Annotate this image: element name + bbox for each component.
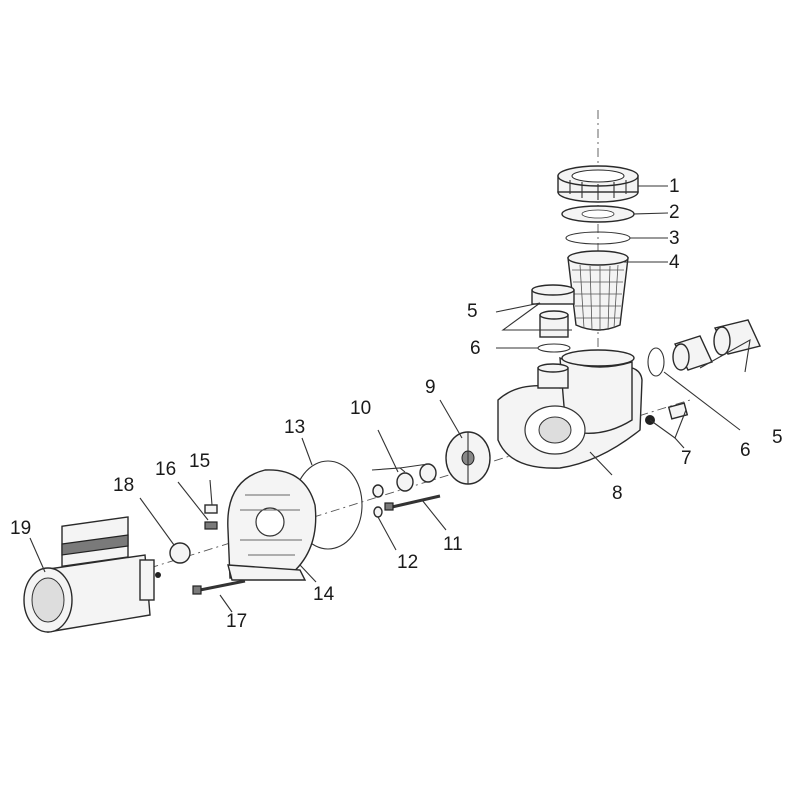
part-1-lid-ring: [557, 165, 639, 203]
part-18-spacer: [169, 542, 191, 564]
callout-5-left: 5: [467, 301, 478, 322]
part-6-o-ring-right: [647, 347, 665, 377]
callout-10: 10: [350, 398, 372, 419]
part-12-washer: [373, 506, 383, 518]
part-10-mechanical-seal: [372, 463, 437, 498]
callout-11: 11: [443, 534, 463, 555]
part-5-union-left: [531, 284, 575, 338]
callout-3: 3: [669, 228, 680, 249]
callout-18: 18: [113, 475, 135, 496]
callout-2: 2: [669, 202, 680, 223]
callout-8: 8: [612, 483, 623, 504]
part-14-seal-plate: [227, 469, 317, 581]
part-4-basket: [567, 250, 629, 331]
callout-1: 1: [669, 176, 680, 197]
part-8-pump-housing: [497, 349, 643, 469]
callout-15: 15: [189, 451, 211, 472]
callout-9: 9: [425, 377, 436, 398]
leader-lines: [29, 185, 751, 613]
part-9-impeller: [445, 431, 491, 485]
callout-12: 12: [397, 552, 419, 573]
callout-19: 19: [10, 518, 32, 539]
callout-5-right: 5: [772, 427, 783, 448]
part-15-key: [204, 504, 218, 514]
part-17-bolt: [192, 579, 246, 595]
part-19-motor: [23, 516, 161, 633]
callout-6-right: 6: [740, 440, 751, 461]
part-16-key: [204, 521, 218, 530]
callout-17: 17: [226, 611, 248, 632]
callout-14: 14: [313, 584, 335, 605]
part-2-cover: [561, 205, 635, 223]
part-7-drain-plug: [645, 402, 689, 425]
callout-7: 7: [681, 448, 692, 469]
callout-4: 4: [669, 252, 680, 273]
callout-6-left: 6: [470, 338, 481, 359]
callout-16: 16: [155, 459, 177, 480]
callout-13: 13: [284, 417, 306, 438]
part-11-bolt: [384, 494, 441, 511]
part-6-o-ring-left: [537, 343, 571, 353]
